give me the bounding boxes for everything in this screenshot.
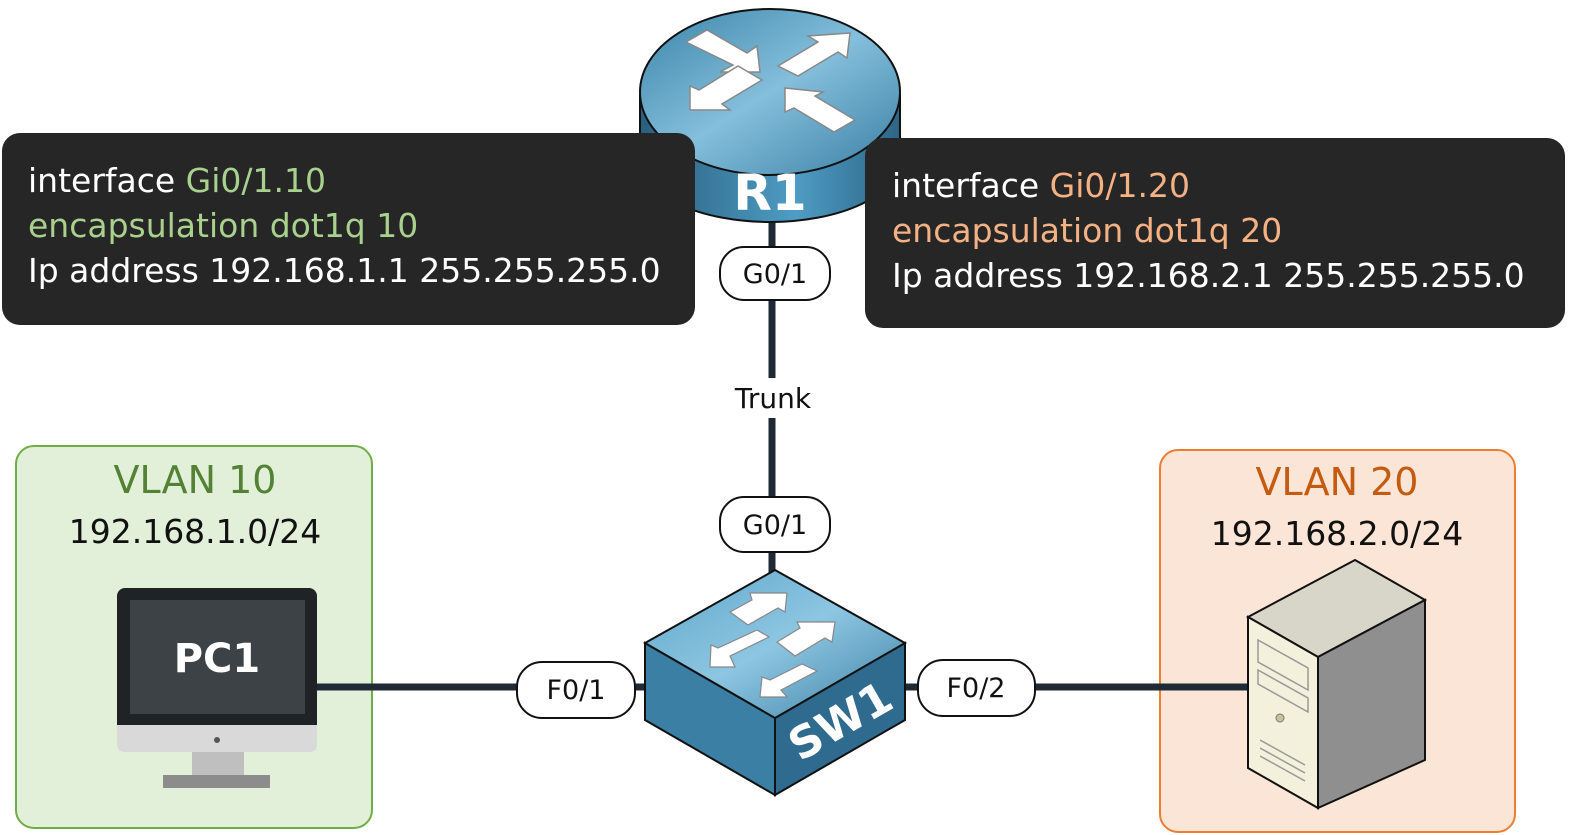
config-box-right: interface Gi0/1.20 encapsulation dot1q 2… xyxy=(865,138,1565,328)
vlan10-subnet: 192.168.1.0/24 xyxy=(69,512,322,551)
config-right-line1: interface Gi0/1.20 xyxy=(892,166,1190,205)
config-right-line3: Ip address 192.168.2.1 255.255.255.0 xyxy=(892,256,1525,295)
vlan20-subnet: 192.168.2.0/24 xyxy=(1211,514,1464,553)
config-box-left: interface Gi0/1.10 encapsulation dot1q 1… xyxy=(2,133,695,325)
desktop-icon[interactable]: PC1 xyxy=(117,588,317,788)
config-left-line1: interface Gi0/1.10 xyxy=(28,161,326,200)
svg-text:G0/1: G0/1 xyxy=(743,510,807,541)
svg-text:F0/1: F0/1 xyxy=(547,675,606,706)
config-left-line2: encapsulation dot1q 10 xyxy=(28,206,418,245)
trunk-label: Trunk xyxy=(734,382,812,415)
port-label-sw1-f0-1: F0/1 xyxy=(516,661,636,719)
svg-text:G0/1: G0/1 xyxy=(743,259,807,290)
server-icon[interactable] xyxy=(1245,558,1428,810)
port-label-r1-g0-1: G0/1 xyxy=(719,246,831,301)
config-right-line2: encapsulation dot1q 20 xyxy=(892,211,1282,250)
vlan10-title: VLAN 10 xyxy=(114,458,277,502)
config-left-line3: Ip address 192.168.1.1 255.255.255.0 xyxy=(28,251,661,290)
svg-text:F0/2: F0/2 xyxy=(947,673,1006,704)
port-label-sw1-g0-1: G0/1 xyxy=(719,496,831,553)
vlan20-title: VLAN 20 xyxy=(1256,460,1419,504)
switch-icon[interactable]: SW1 xyxy=(642,568,908,797)
port-label-sw1-f0-2: F0/2 xyxy=(917,659,1036,717)
router-label: R1 xyxy=(733,164,806,222)
pc-label: PC1 xyxy=(174,636,261,682)
